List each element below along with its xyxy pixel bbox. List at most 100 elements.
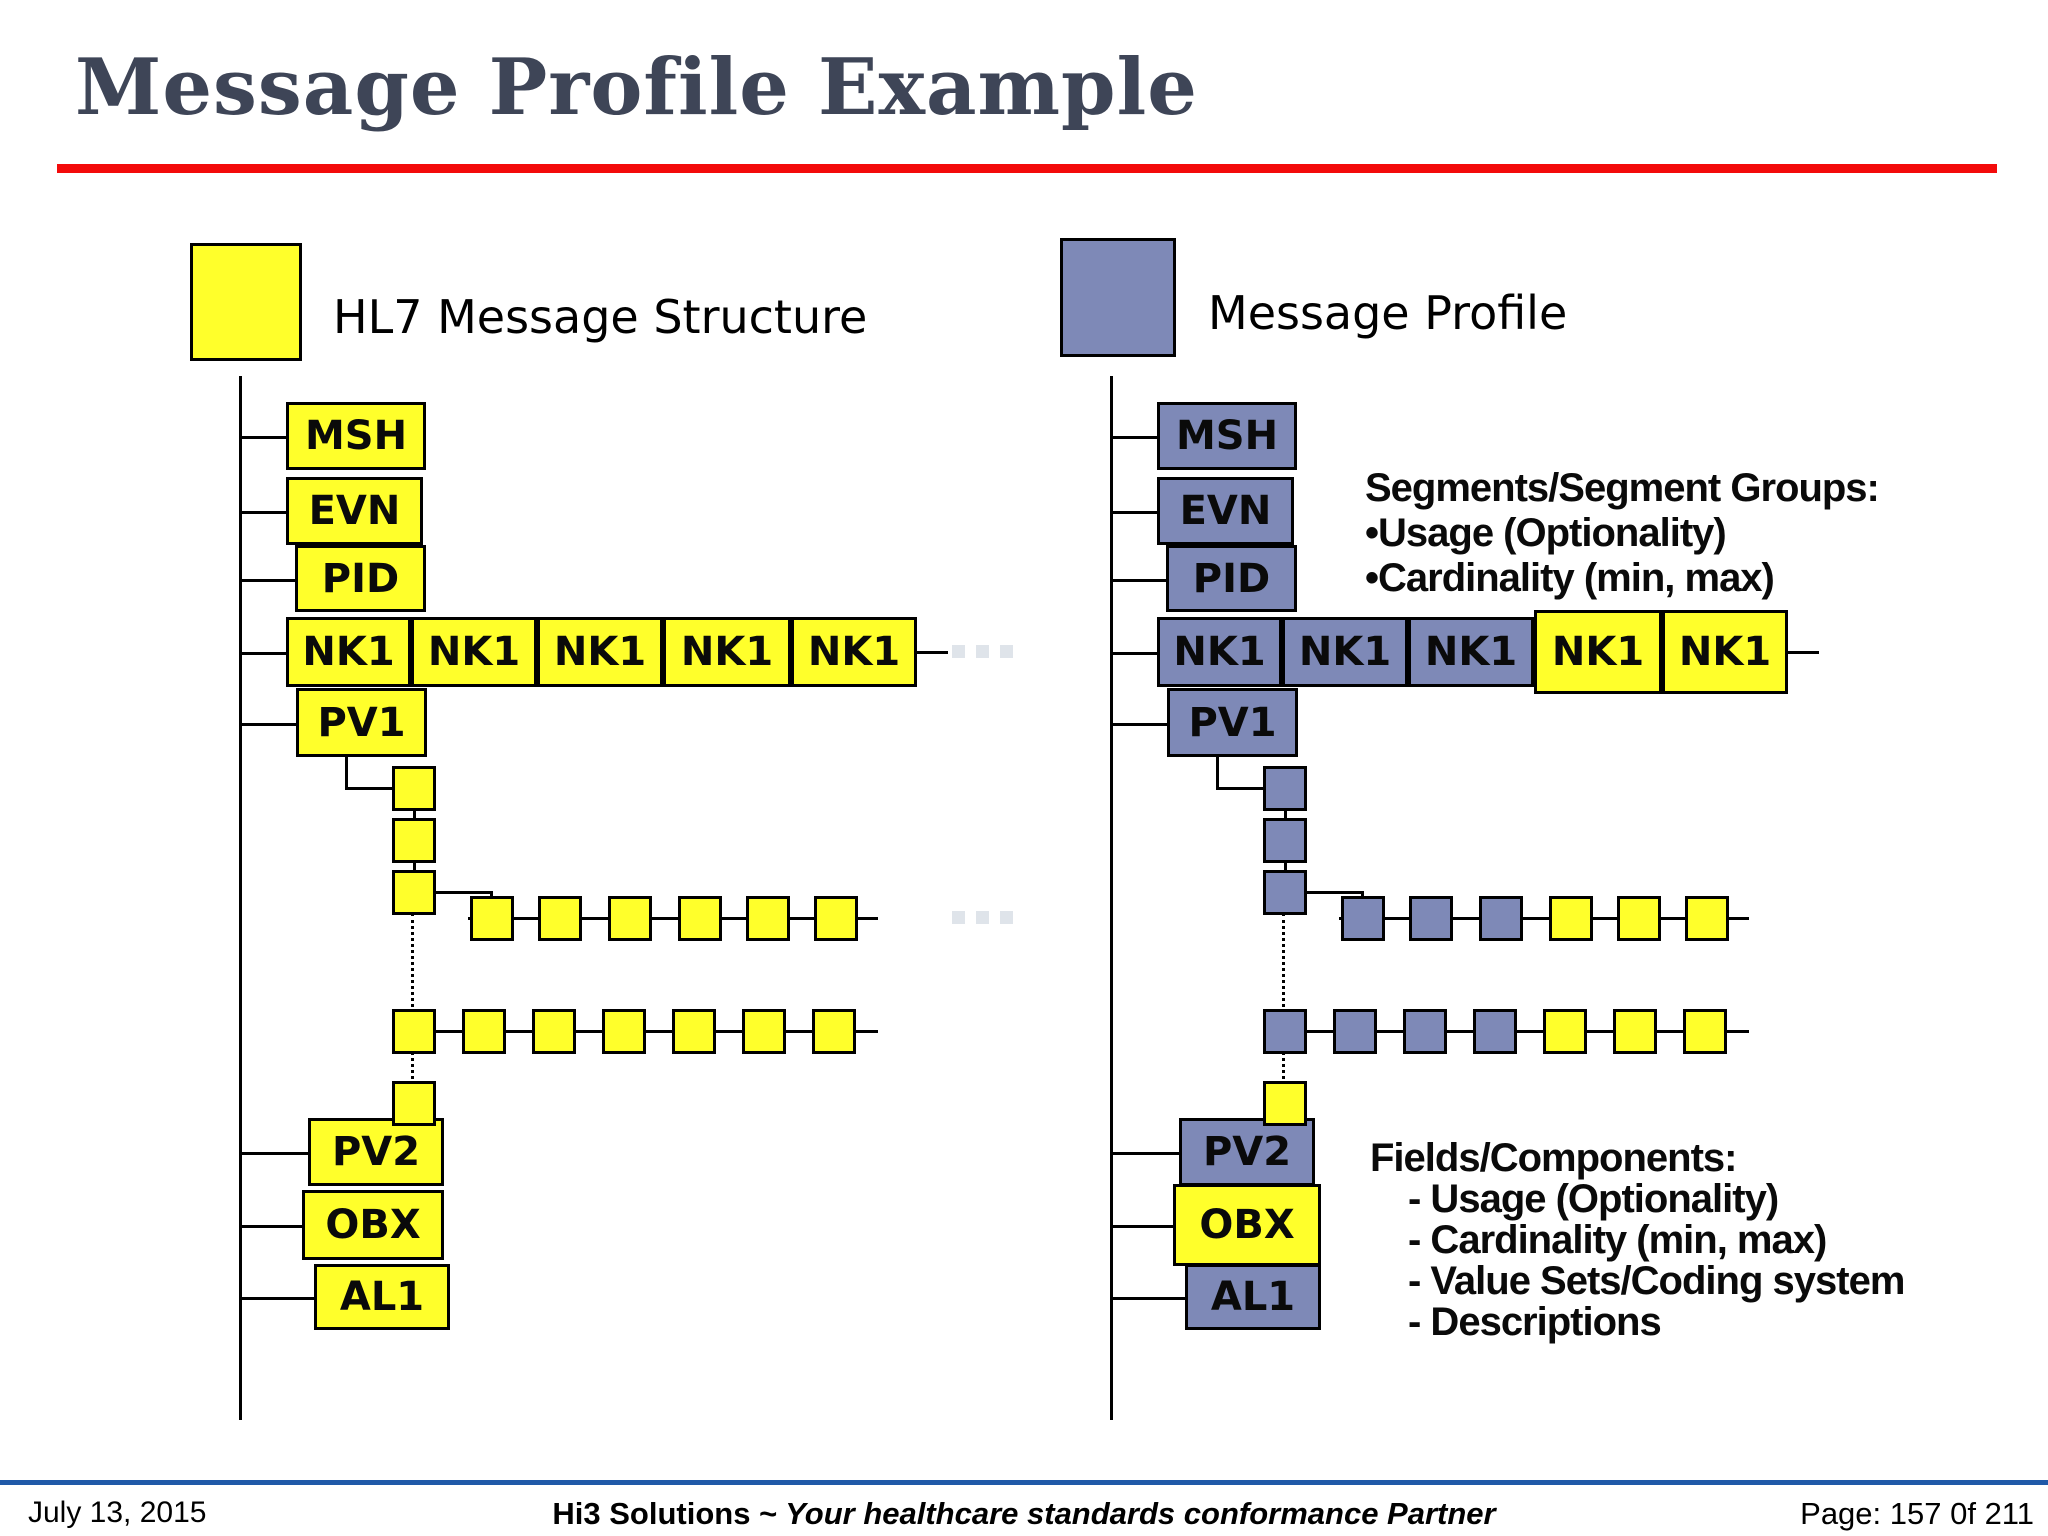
fields-annotation-heading: Fields/Components: bbox=[1370, 1136, 1737, 1180]
field-square bbox=[1617, 896, 1661, 941]
nk1-repeat-box: NK1 bbox=[1408, 617, 1534, 687]
segment-box-pv1: PV1 bbox=[1167, 688, 1298, 757]
segments-annotation: Segments/Segment Groups: •Usage (Optiona… bbox=[1365, 466, 1880, 601]
field-square bbox=[532, 1009, 576, 1054]
branch-line bbox=[239, 1297, 314, 1300]
segment-box-obx: OBX bbox=[1173, 1184, 1321, 1266]
pv1-connector-line bbox=[345, 787, 395, 790]
field-square bbox=[1613, 1009, 1657, 1054]
fields-row2-line bbox=[1285, 1030, 1749, 1033]
ellipsis-icon bbox=[952, 645, 1013, 658]
segment-box-pv2: PV2 bbox=[308, 1118, 444, 1186]
segment-box-pid: PID bbox=[295, 545, 426, 612]
field-square bbox=[1341, 896, 1385, 941]
fields-annotation-bullet: - Descriptions bbox=[1408, 1300, 1662, 1344]
branch-line bbox=[1110, 1152, 1179, 1155]
branch-line bbox=[239, 436, 286, 439]
fields-row2-line bbox=[414, 1030, 878, 1033]
nk1-repeat-box: NK1 bbox=[1662, 610, 1788, 694]
footer-page-number: Page: 157 0f 211 bbox=[1800, 1496, 2034, 1531]
segment-box-pv1: PV1 bbox=[296, 688, 427, 757]
branch-line bbox=[239, 652, 286, 655]
branch-line bbox=[239, 511, 286, 514]
stack-connector-line bbox=[1284, 863, 1287, 870]
pv1-stub-line bbox=[1216, 757, 1219, 788]
segment-box-nk1: NK1 bbox=[1157, 617, 1282, 687]
stack-connector-line bbox=[1284, 811, 1287, 818]
segment-box-obx: OBX bbox=[302, 1190, 444, 1260]
repetition-dotted-line bbox=[1282, 913, 1285, 1103]
branch-line bbox=[1110, 579, 1166, 582]
field-square bbox=[1403, 1009, 1447, 1054]
branch-line bbox=[1110, 652, 1157, 655]
field-square bbox=[678, 896, 722, 941]
nk1-repeat-box: NK1 bbox=[537, 617, 663, 687]
fields-annotation: Fields/Components: - Usage (Optionality)… bbox=[1370, 1136, 1905, 1344]
field-square bbox=[1473, 1009, 1517, 1054]
pv1-connector-line bbox=[1216, 787, 1266, 790]
tree-trunk-line bbox=[239, 376, 242, 1420]
fields-annotation-bullet: - Usage (Optionality) bbox=[1408, 1177, 1779, 1221]
hl7-structure-legend-label: HL7 Message Structure bbox=[333, 290, 868, 344]
field-square bbox=[1685, 896, 1729, 941]
branch-line bbox=[1110, 436, 1157, 439]
fields-annotation-bullet: - Cardinality (min, max) bbox=[1408, 1218, 1827, 1262]
footer-company-tagline: Hi3 Solutions ~ Your healthcare standard… bbox=[0, 1496, 2048, 1532]
footer-divider bbox=[0, 1480, 2048, 1485]
ellipsis-icon bbox=[952, 911, 1013, 924]
branch-line bbox=[239, 1152, 308, 1155]
nk1-repeat-box: NK1 bbox=[1534, 610, 1662, 694]
nk1-row-stub-line bbox=[1787, 651, 1819, 654]
segment-box-nk1: NK1 bbox=[286, 617, 411, 687]
field-square bbox=[608, 896, 652, 941]
field-square bbox=[1549, 896, 1593, 941]
fields-annotation-bullet: - Value Sets/Coding system bbox=[1408, 1259, 1905, 1303]
field-square bbox=[392, 818, 436, 863]
nk1-repeat-box: NK1 bbox=[411, 617, 537, 687]
segment-box-msh: MSH bbox=[286, 402, 426, 470]
branch-line bbox=[239, 579, 295, 582]
pv1-stub-line bbox=[345, 757, 348, 788]
field-square bbox=[392, 1009, 436, 1054]
nk1-row-stub-line bbox=[916, 651, 948, 654]
segment-box-msh: MSH bbox=[1157, 402, 1297, 470]
segment-box-evn: EVN bbox=[1157, 477, 1294, 545]
field-square bbox=[1263, 818, 1307, 863]
field-square bbox=[470, 896, 514, 941]
hl7-structure-legend-swatch bbox=[190, 243, 302, 361]
repetition-dotted-line bbox=[411, 913, 414, 1103]
field-square bbox=[1263, 1009, 1307, 1054]
branch-line bbox=[1110, 511, 1157, 514]
field-square bbox=[462, 1009, 506, 1054]
fields-row1-line bbox=[468, 917, 878, 920]
field-square bbox=[1409, 896, 1453, 941]
stack-connector-line bbox=[413, 863, 416, 870]
message-profile-legend-label: Message Profile bbox=[1208, 286, 1568, 340]
field-square bbox=[1333, 1009, 1377, 1054]
tree-trunk-line bbox=[1110, 376, 1113, 1420]
branch-line bbox=[239, 723, 296, 726]
segment-box-pv2: PV2 bbox=[1179, 1118, 1315, 1186]
field-square bbox=[814, 896, 858, 941]
footer-company: Hi3 Solutions ~ bbox=[552, 1496, 778, 1531]
branch-line bbox=[239, 1225, 302, 1228]
elbow-h-line bbox=[436, 891, 490, 894]
stack-connector-line bbox=[413, 811, 416, 818]
field-square bbox=[1479, 896, 1523, 941]
message-profile-legend-swatch bbox=[1060, 238, 1176, 357]
field-square bbox=[812, 1009, 856, 1054]
nk1-repeat-box: NK1 bbox=[1282, 617, 1408, 687]
field-square bbox=[602, 1009, 646, 1054]
branch-line bbox=[1110, 723, 1167, 726]
segment-box-al1: AL1 bbox=[314, 1264, 450, 1330]
title-underline bbox=[57, 164, 1997, 173]
footer-date: July 13, 2015 bbox=[28, 1496, 207, 1529]
field-square bbox=[746, 896, 790, 941]
field-square bbox=[1263, 870, 1307, 915]
footer-tagline: Your healthcare standards conformance Pa… bbox=[777, 1496, 1496, 1531]
field-square bbox=[392, 1081, 436, 1126]
segment-box-evn: EVN bbox=[286, 477, 423, 545]
field-square bbox=[392, 766, 436, 811]
nk1-repeat-box: NK1 bbox=[663, 617, 791, 687]
